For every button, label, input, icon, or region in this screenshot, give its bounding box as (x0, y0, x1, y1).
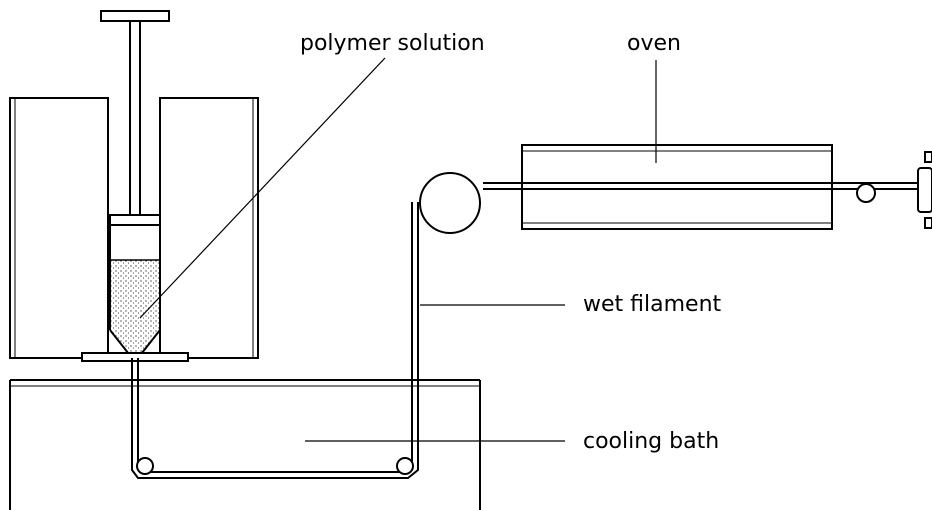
plunger-head (110, 215, 160, 225)
filament-path (132, 183, 920, 478)
plunger-handle (101, 11, 169, 21)
oven (522, 145, 832, 229)
label-polymer-solution: polymer solution (300, 31, 485, 56)
spinneret-plate (82, 353, 188, 361)
jacket-left (10, 98, 108, 358)
label-wet-filament: wet filament (583, 292, 722, 317)
syringe-barrel (82, 225, 188, 361)
bath-guide-roller-left (137, 458, 153, 474)
cooling-bath (10, 380, 480, 510)
winder (918, 152, 932, 228)
take-up-godet (420, 173, 480, 233)
bath-guide-roller-right (397, 458, 413, 474)
label-cooling-bath: cooling bath (583, 429, 720, 454)
leader-polymer-solution (140, 58, 385, 318)
exit-guide-roller (857, 184, 875, 202)
leader-lines (140, 58, 656, 441)
label-oven: oven (627, 31, 681, 56)
plunger (101, 11, 169, 225)
jacket-right (160, 98, 258, 358)
polymer-solution-fill (110, 260, 160, 358)
